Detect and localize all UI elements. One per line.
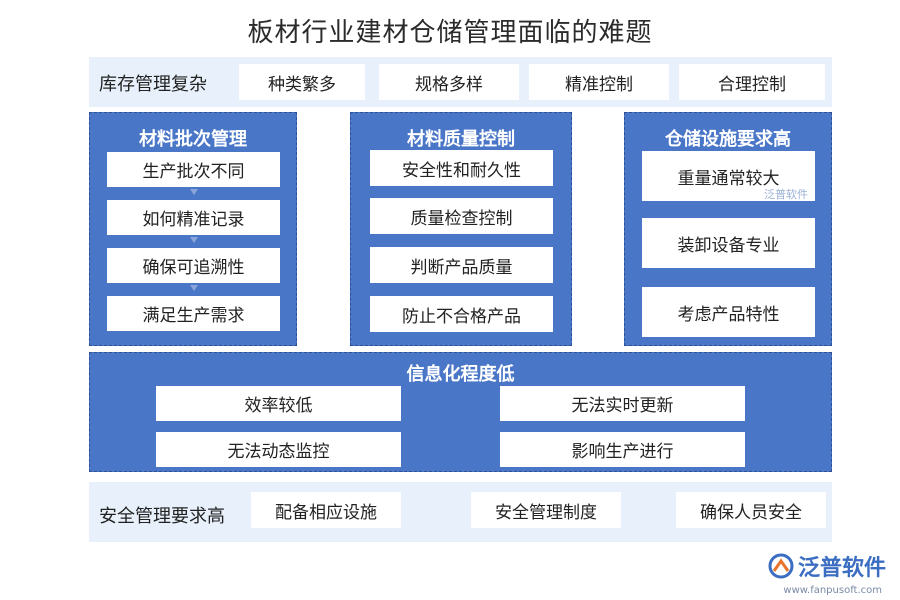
page-title: 板材行业建材仓储管理面临的难题 [247, 18, 653, 48]
brand-logo: 泛普软件 [768, 550, 886, 582]
facility-title: 仓储设施要求高 [665, 129, 791, 150]
facility-panel: 仓储设施要求高 重量通常较大 装卸设备专业 考虑产品特性 [624, 112, 832, 346]
inventory-item: 规格多样 [379, 64, 519, 100]
facility-item: 重量通常较大 [642, 151, 815, 201]
brand-name: 泛普软件 [797, 556, 886, 581]
inventory-label: 库存管理复杂 [99, 74, 207, 95]
brand-url: www.fanpusoft.com [783, 585, 882, 596]
safety-item: 确保人员安全 [676, 492, 826, 528]
safety-item: 配备相应设施 [251, 492, 401, 528]
inventory-item: 精准控制 [529, 64, 669, 100]
arrow-down-icon [190, 285, 198, 291]
informatization-panel: 信息化程度低 效率较低 无法实时更新 无法动态监控 影响生产进行 [89, 352, 832, 472]
batch-item: 生产批次不同 [107, 152, 280, 187]
batch-panel: 材料批次管理 生产批次不同 如何精准记录 确保可追溯性 满足生产需求 [89, 112, 297, 346]
inventory-item: 种类繁多 [239, 64, 365, 100]
safety-band: 安全管理要求高 配备相应设施 安全管理制度 确保人员安全 [89, 482, 832, 542]
quality-item: 判断产品质量 [370, 247, 553, 283]
informatization-item: 无法实时更新 [500, 386, 745, 421]
batch-item: 满足生产需求 [107, 296, 280, 331]
arrow-down-icon [190, 237, 198, 243]
watermark-text: 泛普软件 [764, 188, 808, 201]
informatization-item: 效率较低 [156, 386, 401, 421]
informatization-title: 信息化程度低 [406, 364, 515, 385]
quality-item: 防止不合格产品 [370, 296, 553, 332]
batch-item: 如何精准记录 [107, 200, 280, 235]
safety-item: 安全管理制度 [471, 492, 621, 528]
inventory-item: 合理控制 [679, 64, 825, 100]
quality-item: 安全性和耐久性 [370, 150, 553, 186]
safety-label: 安全管理要求高 [99, 506, 225, 527]
facility-item: 装卸设备专业 [642, 218, 815, 268]
batch-item: 确保可追溯性 [107, 248, 280, 283]
informatization-item: 无法动态监控 [156, 432, 401, 467]
arrow-down-icon [190, 189, 198, 195]
informatization-item: 影响生产进行 [500, 432, 745, 467]
inventory-band: 库存管理复杂 种类繁多 规格多样 精准控制 合理控制 [89, 57, 832, 107]
fanpu-logo-icon [768, 553, 794, 579]
batch-title: 材料批次管理 [139, 129, 247, 150]
facility-item: 考虑产品特性 [642, 287, 815, 337]
quality-title: 材料质量控制 [407, 129, 515, 150]
quality-panel: 材料质量控制 安全性和耐久性 质量检查控制 判断产品质量 防止不合格产品 [350, 112, 572, 346]
quality-item: 质量检查控制 [370, 198, 553, 234]
